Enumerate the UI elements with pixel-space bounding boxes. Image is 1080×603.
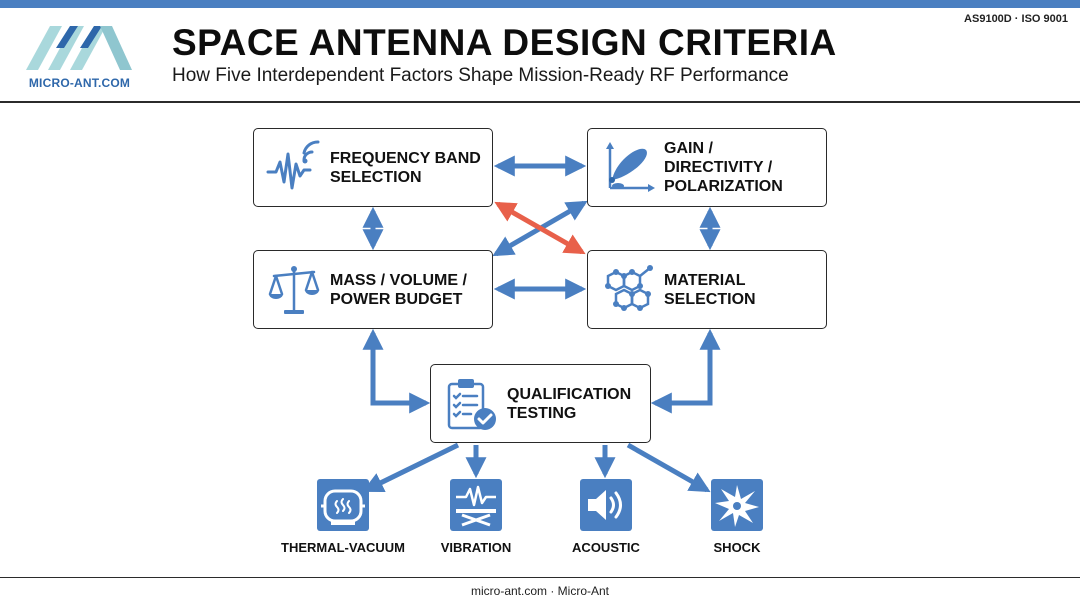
gain-directivity-label: GAIN / DIRECTIVITY / POLARIZATION bbox=[664, 140, 783, 195]
radiation-pattern-icon bbox=[606, 141, 655, 192]
company-logo[interactable]: MICRO-ANT.COM bbox=[22, 18, 137, 92]
test-thermal-vacuum-label: THERMAL-VACUUM bbox=[281, 540, 405, 555]
material-selection-label: MATERIAL SELECTION bbox=[664, 271, 756, 308]
arrow-qual-thermal bbox=[362, 442, 460, 493]
vibration-table-icon bbox=[450, 479, 502, 531]
certification-badge: AS9100D · ISO 9001 bbox=[964, 13, 1068, 25]
material-selection-node[interactable]: MATERIAL SELECTION bbox=[587, 250, 827, 329]
footer-text: micro-ant.com · Micro-Ant bbox=[470, 584, 610, 598]
qualification-testing-node[interactable]: QUALIFICATION TESTING bbox=[430, 364, 651, 443]
test-vibration[interactable]: VIBRATION bbox=[406, 479, 546, 555]
test-thermal-vacuum[interactable]: THERMAL-VACUUM bbox=[273, 479, 413, 555]
frequency-band-label: FREQUENCY BAND SELECTION bbox=[330, 149, 481, 186]
page-subtitle: How Five Interdependent Factors Shape Mi… bbox=[172, 65, 789, 86]
footer-divider bbox=[0, 577, 1080, 578]
arrow-mass-qualification bbox=[362, 328, 431, 414]
mass-volume-power-node[interactable]: MASS / VOLUME / POWER BUDGET bbox=[253, 250, 493, 329]
test-shock[interactable]: SHOCK bbox=[667, 479, 807, 555]
test-shock-label: SHOCK bbox=[713, 540, 761, 555]
header-divider bbox=[0, 101, 1080, 103]
arrow-frequency-material-diagonal bbox=[494, 201, 586, 255]
molecular-lattice-icon bbox=[605, 264, 653, 311]
shock-burst-icon bbox=[711, 479, 763, 531]
test-acoustic[interactable]: ACOUSTIC bbox=[536, 479, 676, 555]
checklist-icon bbox=[447, 378, 496, 430]
frequency-band-node[interactable]: FREQUENCY BAND SELECTION bbox=[253, 128, 493, 207]
thermal-vacuum-icon bbox=[317, 479, 369, 531]
logo-text: MICRO-ANT.COM bbox=[28, 76, 131, 90]
speaker-icon bbox=[580, 479, 632, 531]
qualification-testing-label: QUALIFICATION TESTING bbox=[507, 385, 632, 422]
top-accent-bar bbox=[0, 0, 1080, 8]
balance-scale-icon bbox=[268, 265, 320, 314]
test-vibration-label: VIBRATION bbox=[440, 540, 512, 555]
mass-volume-power-label: MASS / VOLUME / POWER BUDGET bbox=[330, 271, 467, 308]
arrow-material-qualification bbox=[650, 328, 721, 414]
test-acoustic-label: ACOUSTIC bbox=[572, 540, 640, 555]
page-title: SPACE ANTENNA DESIGN CRITERIA bbox=[172, 22, 837, 63]
signal-wave-icon bbox=[266, 139, 320, 189]
logo-mark-icon bbox=[26, 26, 132, 70]
arrow-qual-shock bbox=[626, 442, 711, 493]
gain-directivity-node[interactable]: GAIN / DIRECTIVITY / POLARIZATION bbox=[587, 128, 827, 207]
